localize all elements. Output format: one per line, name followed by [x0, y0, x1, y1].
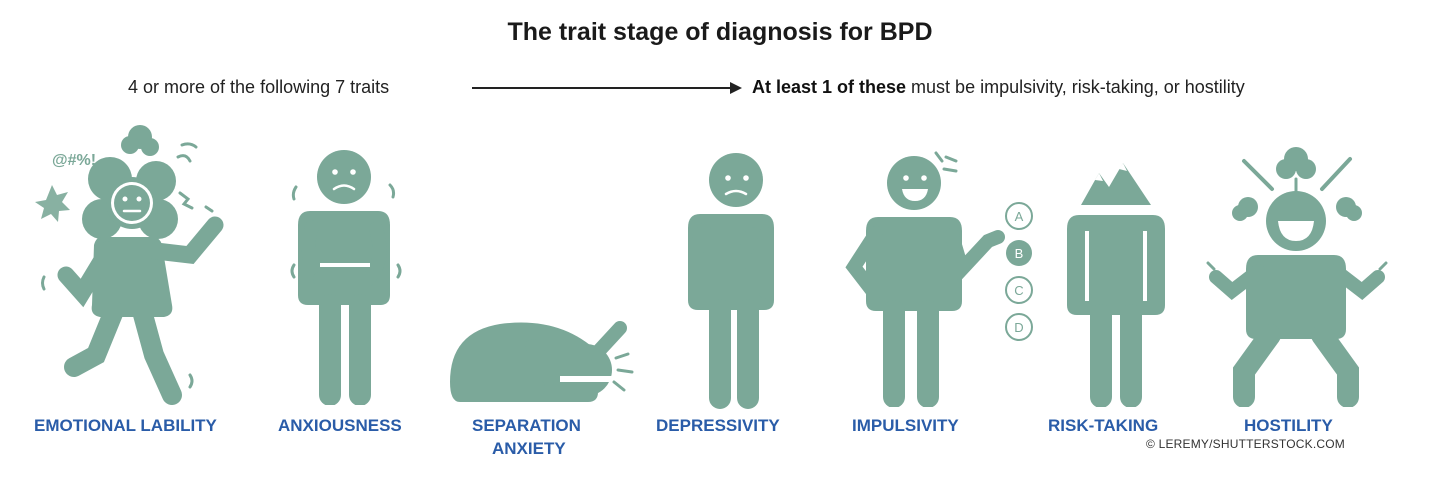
svg-text:A: A [1015, 209, 1024, 224]
option-c: C [1005, 276, 1033, 304]
anxiousness-figure [290, 150, 402, 405]
label-impulsivity: IMPULSIVITY [852, 416, 959, 435]
requirement-bold: At least 1 of these [752, 77, 907, 97]
label-anxiousness: ANXIOUSNESS [278, 416, 402, 435]
diagram-title: The trait stage of diagnosis for BPD [507, 18, 933, 46]
image-credit: © LEREMY/SHUTTERSTOCK.COM [1146, 437, 1345, 451]
traits-count-text: 4 or more of the following 7 traits [128, 77, 390, 97]
hostility-figure [1206, 147, 1388, 407]
label-separation-anxiety-line2: ANXIETY [492, 439, 566, 458]
option-b: B [1006, 240, 1032, 266]
risk-taking-figure [1067, 163, 1165, 407]
label-emotional-lability: EMOTIONAL LABILITY [34, 416, 217, 435]
label-hostility: HOSTILITY [1244, 416, 1333, 435]
cursing-symbols: @#%! [52, 152, 96, 169]
option-d: D [1005, 313, 1033, 341]
svg-text:C: C [1014, 283, 1023, 298]
label-separation-anxiety-line1: SEPARATION [472, 416, 581, 435]
depressivity-figure [688, 153, 774, 409]
option-a: A [1005, 202, 1033, 230]
requirement-rest: must be impulsivity, risk-taking, or hos… [906, 77, 1245, 97]
label-depressivity: DEPRESSIVITY [656, 416, 780, 435]
options-list: A B C D [1005, 202, 1033, 341]
arrow-right-icon [472, 82, 742, 94]
svg-text:D: D [1014, 320, 1023, 335]
impulsivity-figure [845, 151, 1005, 407]
svg-text:B: B [1015, 246, 1024, 261]
label-risk-taking: RISK-TAKING [1048, 416, 1159, 435]
requirement-text: At least 1 of these must be impulsivity,… [752, 77, 1245, 98]
separation-anxiety-figure [450, 321, 634, 402]
emotional-lability-figure: @#%! [35, 125, 224, 405]
